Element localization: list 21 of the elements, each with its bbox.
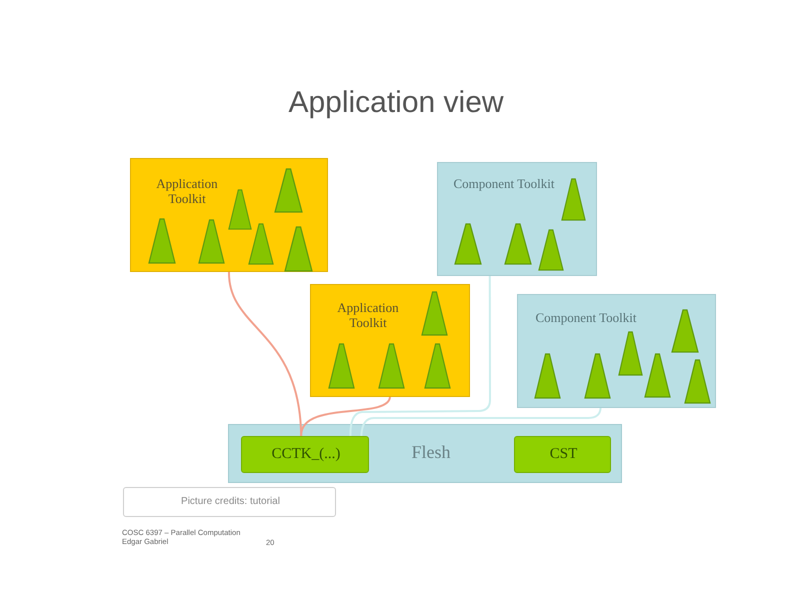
connector-line <box>300 396 391 436</box>
toolkit-label: Application Toolkit <box>155 177 219 207</box>
toolkit-box <box>130 158 328 272</box>
flesh-band <box>228 424 622 483</box>
connector-line <box>360 408 602 436</box>
module-box <box>514 436 611 473</box>
toolkit-label: Component Toolkit <box>534 311 638 326</box>
credit-box <box>123 487 336 517</box>
slide-title: Application view <box>287 86 505 120</box>
toolkit-box <box>517 294 716 408</box>
credit-text: Picture credits: tutorial <box>180 496 281 508</box>
flesh-label: Flesh <box>410 442 452 463</box>
toolkit-box <box>437 162 597 276</box>
toolkit-label: Application Toolkit <box>336 301 400 331</box>
toolkit-label: Component Toolkit <box>452 177 556 192</box>
connector-line <box>349 276 491 436</box>
module-box <box>241 436 369 473</box>
module-label: CCTK_(...) <box>270 446 342 464</box>
module-label: CST <box>548 446 578 464</box>
toolkit-box <box>310 284 470 397</box>
connector-line <box>228 272 302 436</box>
